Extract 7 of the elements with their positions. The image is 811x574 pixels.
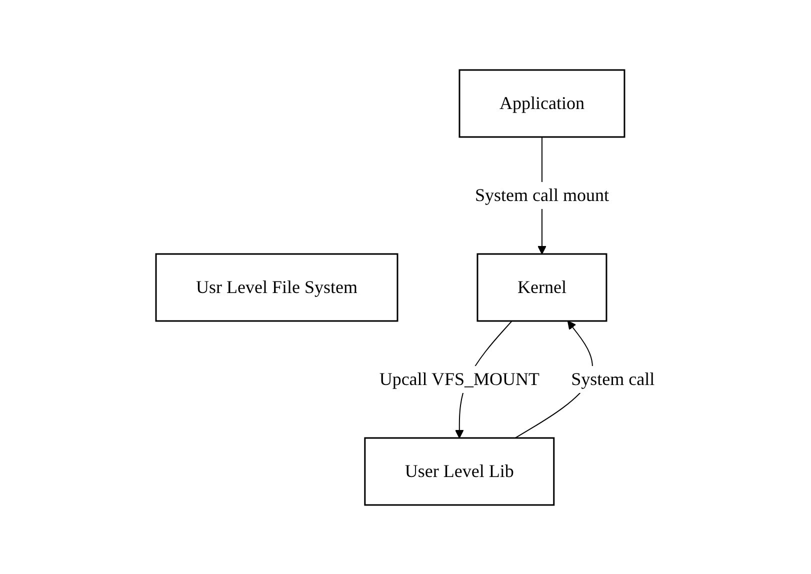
node-box: Kernel	[476, 252, 608, 322]
edge-label: Upcall VFS_MOUNT	[379, 368, 540, 388]
node-box: Application	[458, 68, 626, 138]
node-box: Usr Level File System	[155, 252, 398, 322]
edge-label: System call mount	[475, 184, 610, 204]
edge-label: System call	[571, 368, 655, 388]
node-box: User Level Lib	[364, 436, 555, 506]
